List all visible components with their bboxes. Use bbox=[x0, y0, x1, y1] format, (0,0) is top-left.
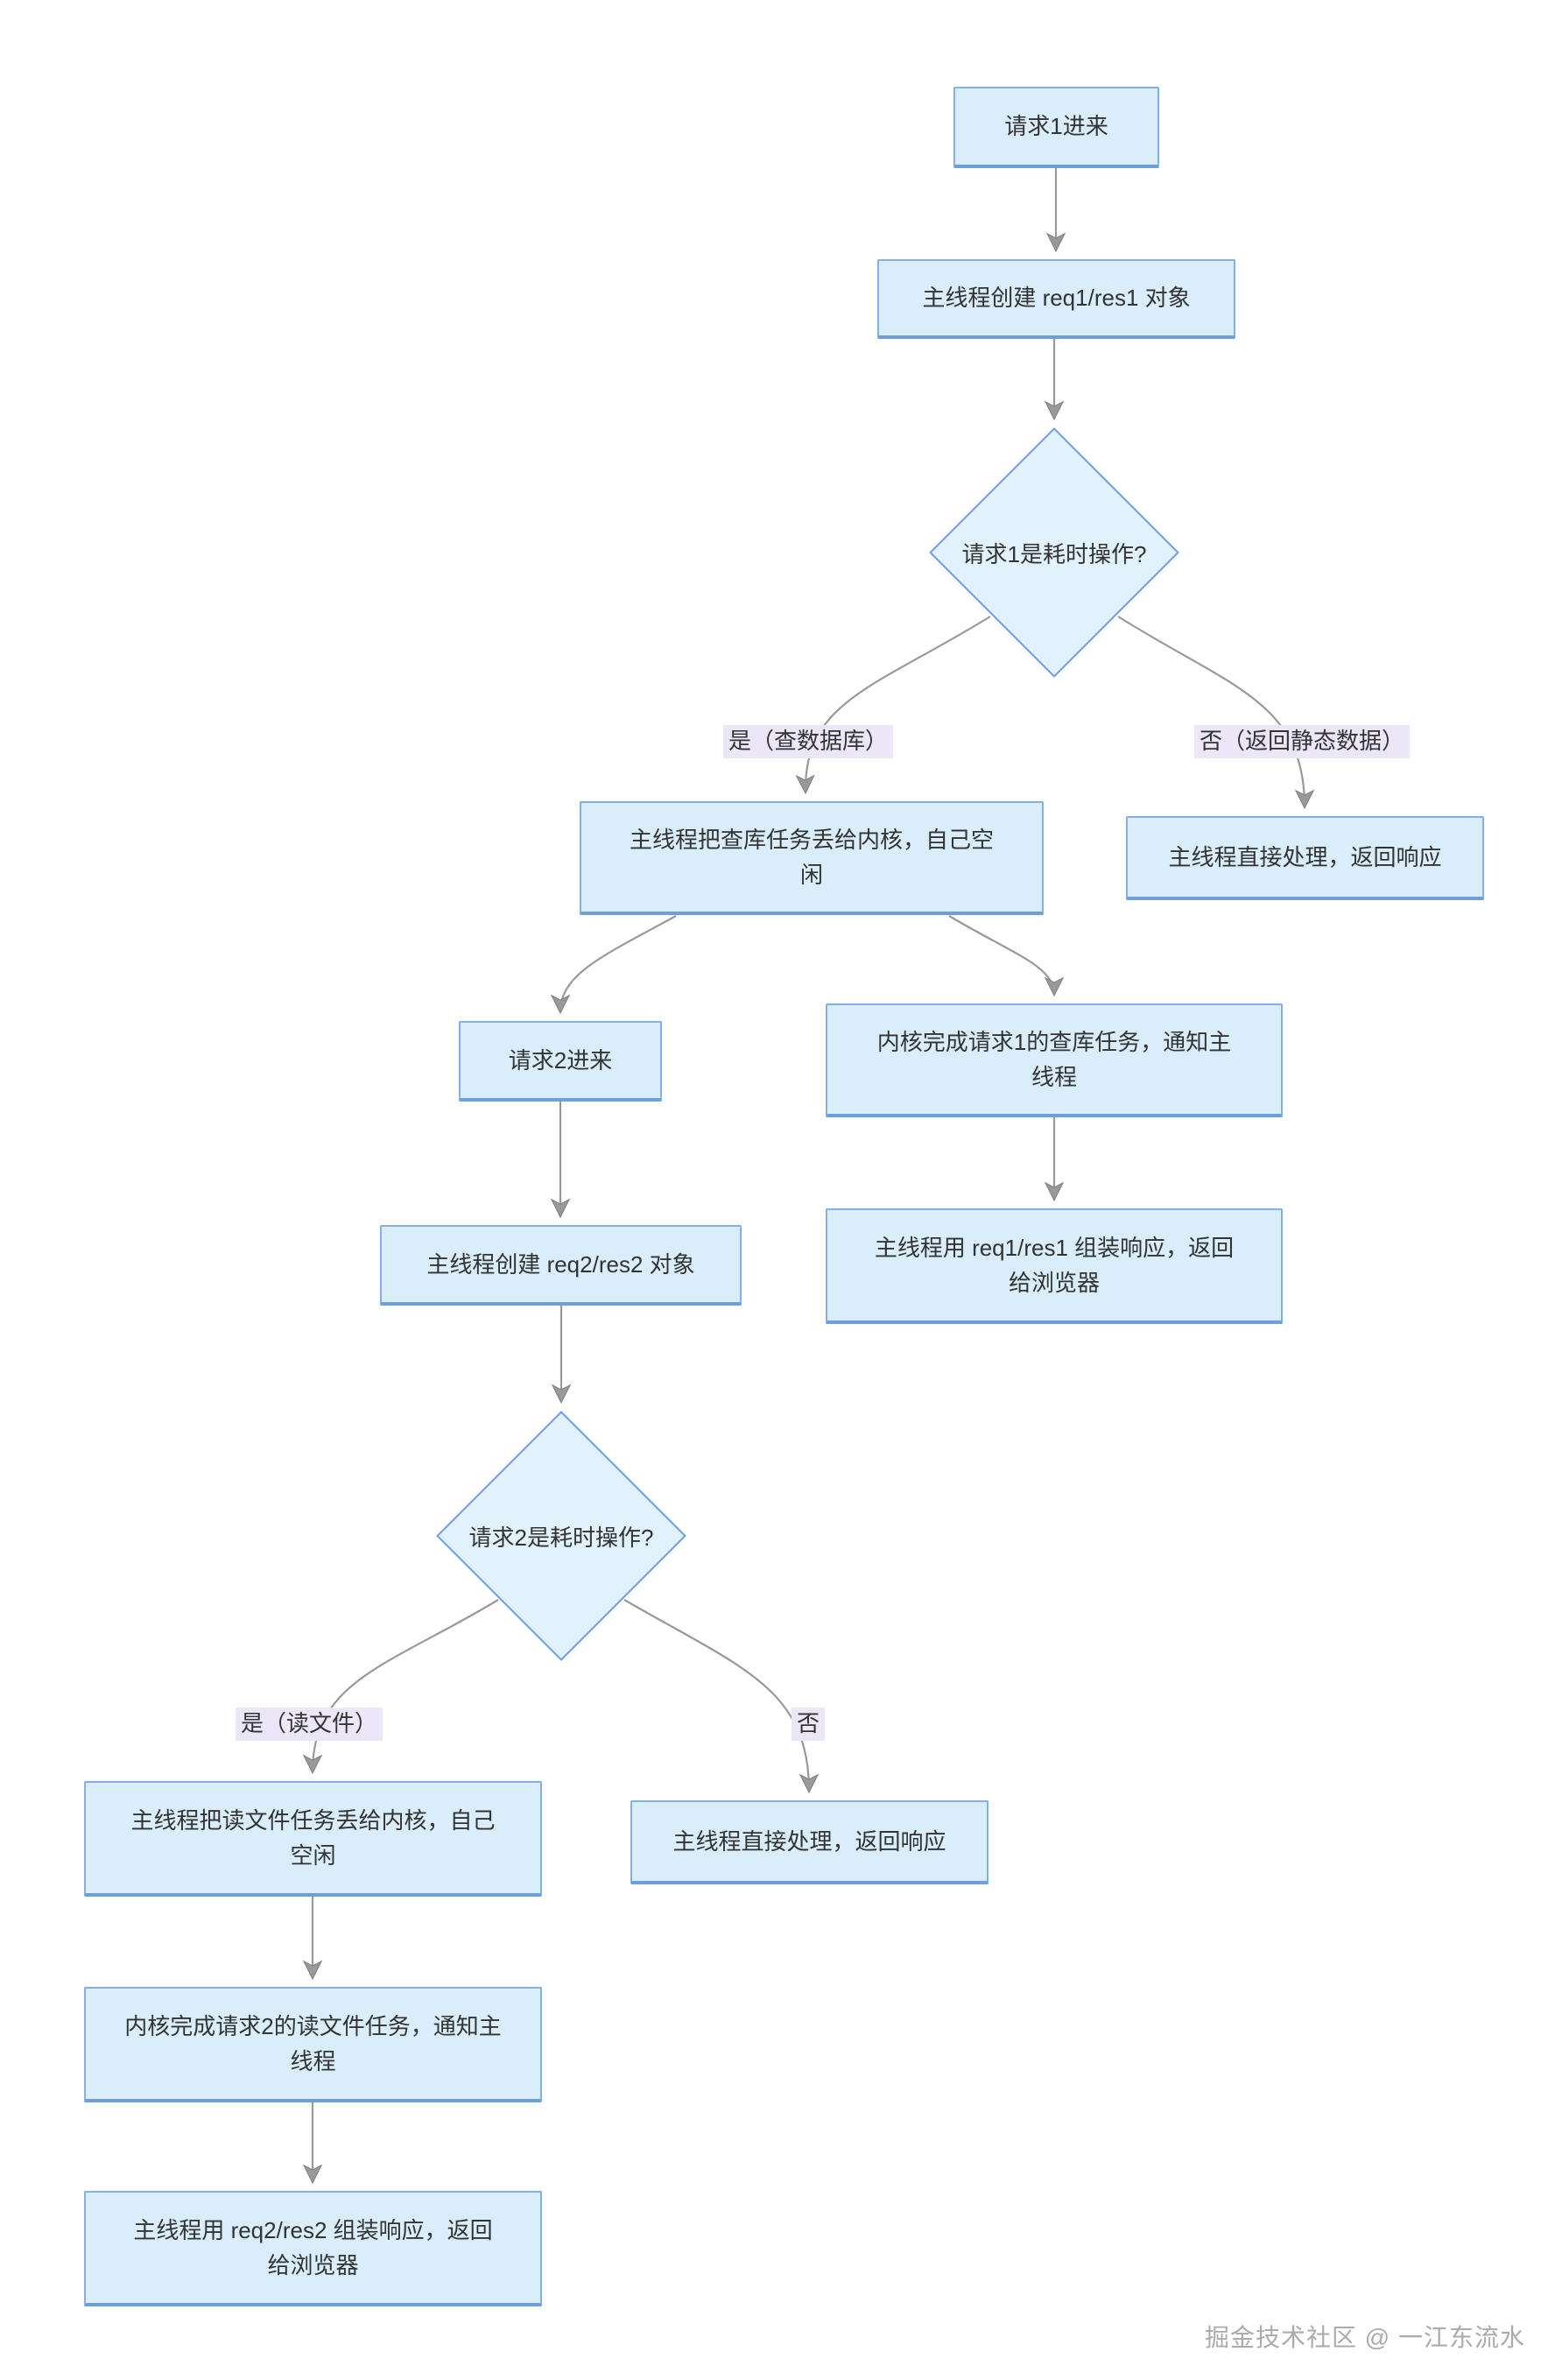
node-label: 内核完成请求2的读文件任务，通知主线程 bbox=[124, 2012, 502, 2074]
node-kernel-finish-file-task: 内核完成请求2的读文件任务，通知主线程 bbox=[84, 1987, 542, 2102]
decision-label: 请求1是耗时操作? bbox=[961, 540, 1147, 567]
node-label: 主线程直接处理，返回响应 bbox=[672, 1827, 946, 1855]
node-label: 主线程创建 req1/res1 对象 bbox=[922, 285, 1191, 312]
node-label: 主线程把查库任务丢给内核，自己空闲 bbox=[629, 826, 994, 888]
node-label: 请求2进来 bbox=[508, 1046, 613, 1074]
edge-label-yes-read-file: 是（读文件） bbox=[235, 1708, 383, 1741]
node-assemble-response-req1: 主线程用 req1/res1 组装响应，返回给浏览器 bbox=[826, 1208, 1283, 1324]
node-create-req1-res1: 主线程创建 req1/res1 对象 bbox=[877, 259, 1235, 339]
node-label: 主线程直接处理，返回响应 bbox=[1168, 843, 1442, 870]
node-label: 内核完成请求1的查库任务，通知主线程 bbox=[876, 1028, 1232, 1090]
decision-label: 请求2是耗时操作? bbox=[468, 1524, 654, 1551]
node-direct-handle-response-2: 主线程直接处理，返回响应 bbox=[630, 1800, 989, 1884]
edge-decision2-no bbox=[623, 1599, 820, 1794]
edge-decision1-yes bbox=[795, 616, 991, 795]
node-label: 主线程用 req2/res2 组装响应，返回给浏览器 bbox=[133, 2216, 493, 2278]
node-label: 主线程把读文件任务丢给内核，自己空闲 bbox=[130, 1806, 496, 1869]
node-request1-arrives: 请求1进来 bbox=[953, 87, 1159, 168]
node-offload-file-task-to-kernel: 主线程把读文件任务丢给内核，自己空闲 bbox=[84, 1781, 542, 1897]
node-label: 主线程创建 req2/res2 对象 bbox=[426, 1250, 695, 1278]
node-offload-db-task-to-kernel: 主线程把查库任务丢给内核，自己空闲 bbox=[580, 801, 1044, 915]
decision-request1-time-consuming: 请求1是耗时操作? bbox=[928, 427, 1180, 678]
edge-label-no-static-data: 否（返回静态数据） bbox=[1193, 725, 1411, 758]
edge-label-yes-query-db: 是（查数据库） bbox=[722, 725, 894, 758]
edge-label-no: 否 bbox=[791, 1708, 826, 1741]
node-assemble-response-req2: 主线程用 req2/res2 组装响应，返回给浏览器 bbox=[84, 2191, 542, 2306]
node-request2-arrives: 请求2进来 bbox=[459, 1021, 662, 1102]
decision-request2-time-consuming: 请求2是耗时操作? bbox=[435, 1411, 687, 1661]
node-direct-handle-response-1: 主线程直接处理，返回响应 bbox=[1126, 816, 1484, 900]
node-create-req2-res2: 主线程创建 req2/res2 对象 bbox=[380, 1225, 742, 1306]
node-kernel-finish-db-task: 内核完成请求1的查库任务，通知主线程 bbox=[826, 1003, 1283, 1117]
edge-decision1-no bbox=[1117, 616, 1315, 810]
watermark-juejin-author: 掘金技术社区 @ 一江东流水 bbox=[1205, 2324, 1525, 2351]
node-label: 主线程用 req1/res1 组装响应，返回给浏览器 bbox=[874, 1234, 1235, 1296]
node-label: 请求1进来 bbox=[1004, 113, 1108, 140]
edge-offloaddb-to-kerneldone bbox=[948, 915, 1065, 997]
edge-offloaddb-to-req2 bbox=[550, 915, 677, 1015]
